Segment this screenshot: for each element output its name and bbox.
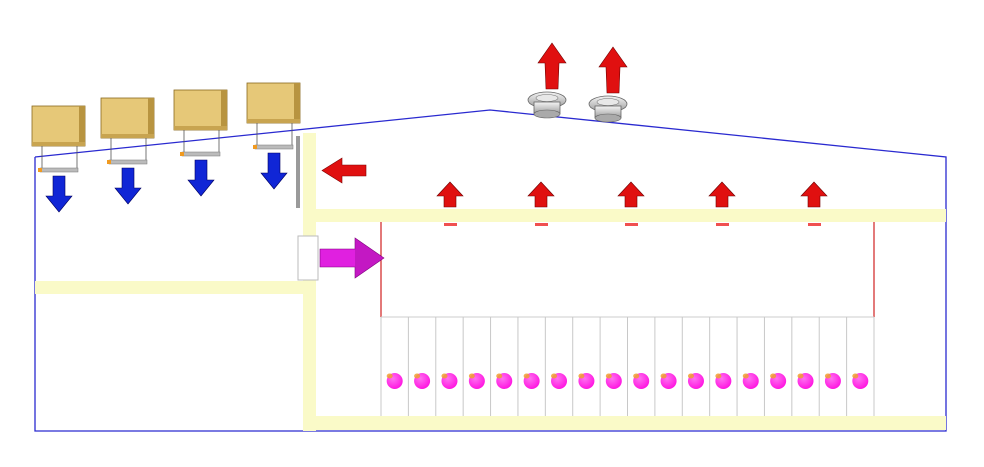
arrow-right-icon [319,237,385,279]
structure-walls [35,133,946,431]
wall-vertical [303,133,316,431]
arrow-up-icon [527,181,555,226]
roof-fans [527,42,628,123]
arrow-up-icon [537,42,567,90]
arrow-up-icon [598,46,628,94]
arrow-left-icon [321,157,367,184]
arrow-down-icon [260,152,288,190]
supply-air-unit-icon [246,82,301,190]
wall-opening [297,235,319,281]
arrow-up-icon [436,181,464,226]
supply-air-unit-icon [100,97,155,205]
building-outline [34,109,947,432]
roof-exhaust-fan-icon [527,42,567,119]
arrow-down-icon [114,167,142,205]
arrow-up-icon [617,181,645,226]
floor-bottom [303,416,946,430]
supply-air-unit-icon [173,89,228,197]
arrow-up-icon [800,181,828,226]
heat-sources [380,317,875,416]
arrow-down-icon [187,159,215,197]
enclosure [380,222,875,317]
arrow-down-icon [45,175,73,213]
arrow-up-icon [708,181,736,226]
supply-air-unit-icon [31,105,86,213]
partition-panel [296,136,300,208]
ceiling-exhausts [436,181,828,226]
floor-left [35,281,303,294]
supply-units [31,82,301,213]
roof-exhaust-fan-icon [588,46,628,123]
floor-upper-right [303,209,946,222]
